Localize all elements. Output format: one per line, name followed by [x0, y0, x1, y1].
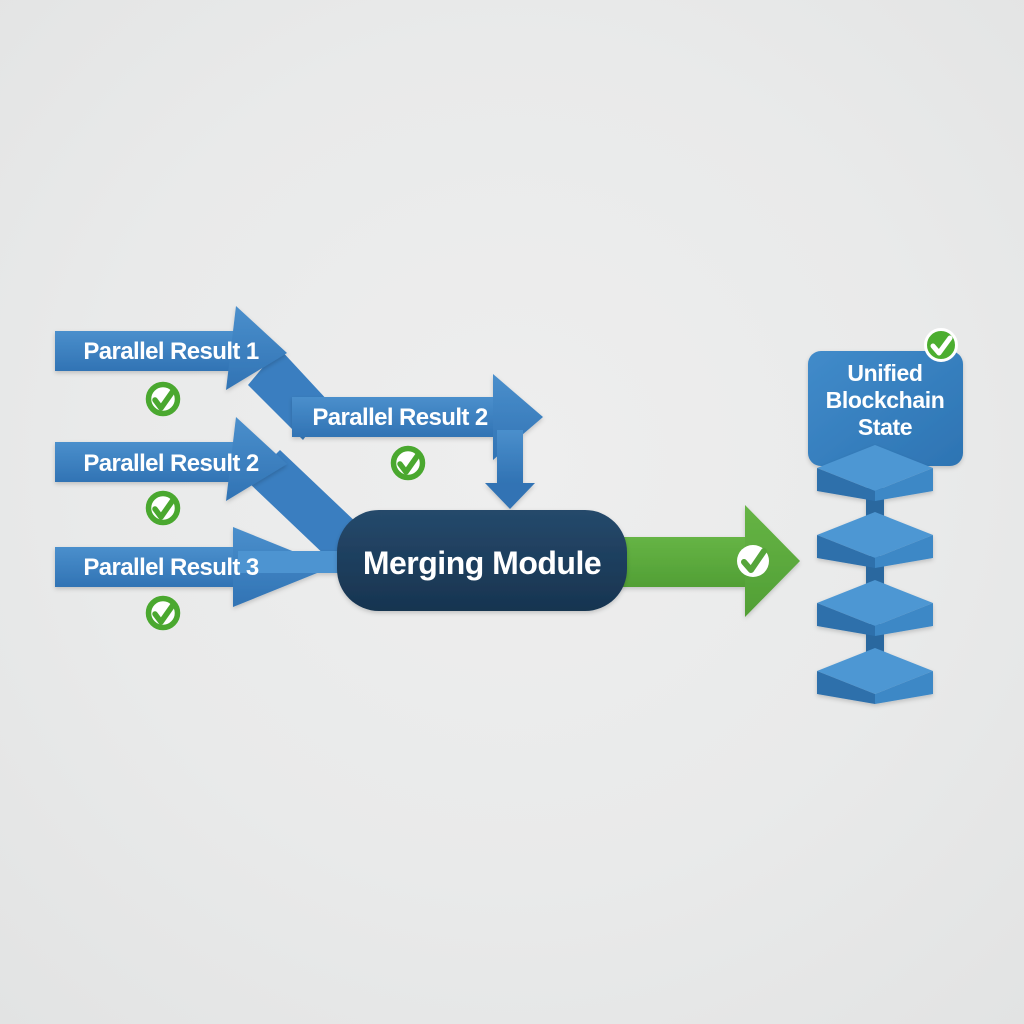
ribbon-result2-to-merger [248, 450, 360, 561]
check-mark [930, 335, 953, 356]
badge-circle [924, 328, 958, 362]
block-right-face [875, 535, 933, 568]
check-circle-icon [145, 595, 181, 631]
check-badge-icon [924, 328, 958, 362]
block-left-face [817, 671, 875, 704]
input-arrow-1-head [226, 306, 287, 390]
block-left-face [817, 535, 875, 568]
input-arrow-1: Parallel Result 1 [55, 306, 287, 390]
output-state-rect [808, 351, 963, 466]
block-left-face [817, 603, 875, 636]
blockchain-block-2 [817, 512, 933, 568]
blockchain-block-3 [817, 580, 933, 636]
blockchain-block-4 [817, 648, 933, 704]
input-arrow-1-bar [55, 331, 235, 371]
input-arrow-2: Parallel Result 2 [55, 417, 287, 501]
check-circle-icon [145, 381, 181, 417]
check-mark [152, 602, 176, 625]
merge-flow-shaft [612, 537, 745, 587]
input-arrow-3: Parallel Result 3 [55, 527, 338, 607]
merging-module-label: Merging Module [363, 545, 601, 581]
stage2-arrow-label: Parallel Result 2 [312, 404, 487, 431]
check-mark [152, 497, 176, 520]
block-right-face [875, 671, 933, 704]
stage2-arrow-down-shaft [497, 430, 523, 483]
input-arrow-3-bar [55, 547, 240, 587]
block-right-face [875, 603, 933, 636]
input-arrow-1-label: Parallel Result 1 [83, 338, 258, 365]
merging-module: Merging Module [337, 510, 627, 611]
input-arrow-3-connector [238, 551, 338, 573]
input-arrow-2-bar [55, 442, 235, 482]
stage2-arrow: Parallel Result 2 [292, 374, 543, 509]
output-label-line1: Unified [847, 360, 922, 386]
blockchain-stack [817, 445, 933, 704]
blockchain-block-1 [817, 445, 933, 501]
merge-flow-arrow [612, 505, 800, 617]
check-mark [397, 452, 421, 475]
input-arrow-2-label: Parallel Result 2 [83, 450, 258, 477]
stage2-arrow-down-head [485, 483, 535, 509]
check-mark [152, 388, 176, 411]
check-circle-icon [145, 490, 181, 526]
block-left-face [817, 468, 875, 501]
input-arrow-3-label: Parallel Result 3 [83, 554, 258, 581]
merging-module-box [337, 510, 627, 611]
stage2-arrow-bar [292, 397, 493, 437]
output-label-line2: Blockchain [826, 387, 945, 413]
merge-flow-head [745, 505, 800, 617]
output-state-box: Unified Blockchain State [808, 351, 963, 466]
check-circle-icon [390, 445, 426, 481]
check-circle-icon [737, 545, 769, 577]
check-mark [741, 548, 767, 573]
input-arrow-2-head [226, 417, 287, 501]
output-label-line3: State [858, 414, 912, 440]
block-right-face [875, 468, 933, 501]
